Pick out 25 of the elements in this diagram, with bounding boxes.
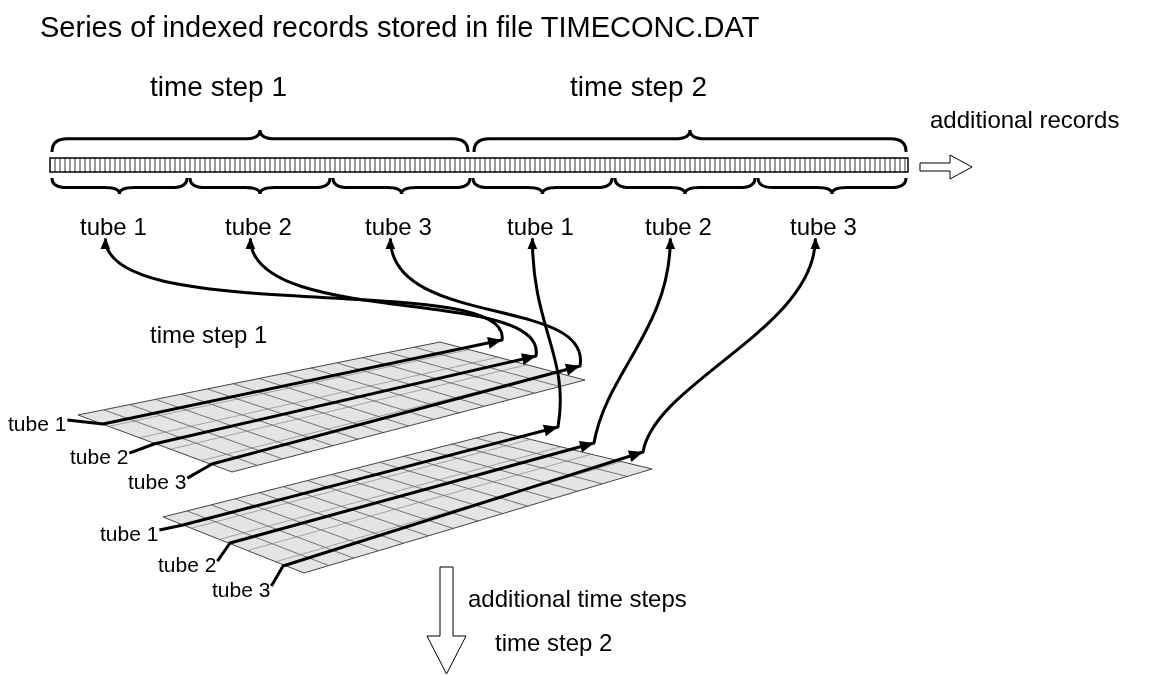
segment-label: tube 2 <box>225 214 292 241</box>
time-step-label: time step 2 <box>570 72 707 103</box>
row-label: tube 3 <box>212 578 271 602</box>
time-step-label: time step 2 <box>495 630 613 657</box>
segment-label: tube 3 <box>790 214 857 241</box>
row-label: tube 3 <box>128 470 187 494</box>
segment-label: tube 3 <box>365 214 432 241</box>
segment-label: tube 1 <box>80 214 147 241</box>
arrow <box>67 237 504 426</box>
segment-label: tube 1 <box>507 214 574 241</box>
segment-label: tube 2 <box>645 214 712 241</box>
row-label: tube 1 <box>8 412 67 436</box>
note-text: additional time steps <box>468 586 687 613</box>
time-step-label: time step 1 <box>150 322 268 349</box>
arrow <box>270 237 819 587</box>
arrow <box>159 237 562 532</box>
diagram-title: Series of indexed records stored in file TIMECONC.DAT <box>40 12 760 44</box>
row-label: tube 2 <box>158 553 217 577</box>
arrow <box>128 237 538 455</box>
arrow <box>186 237 582 480</box>
arrow <box>216 237 675 562</box>
note-text: additional records <box>930 107 1120 134</box>
time-step-label: time step 1 <box>150 72 287 103</box>
row-label: tube 1 <box>100 522 159 546</box>
row-label: tube 2 <box>70 445 129 469</box>
